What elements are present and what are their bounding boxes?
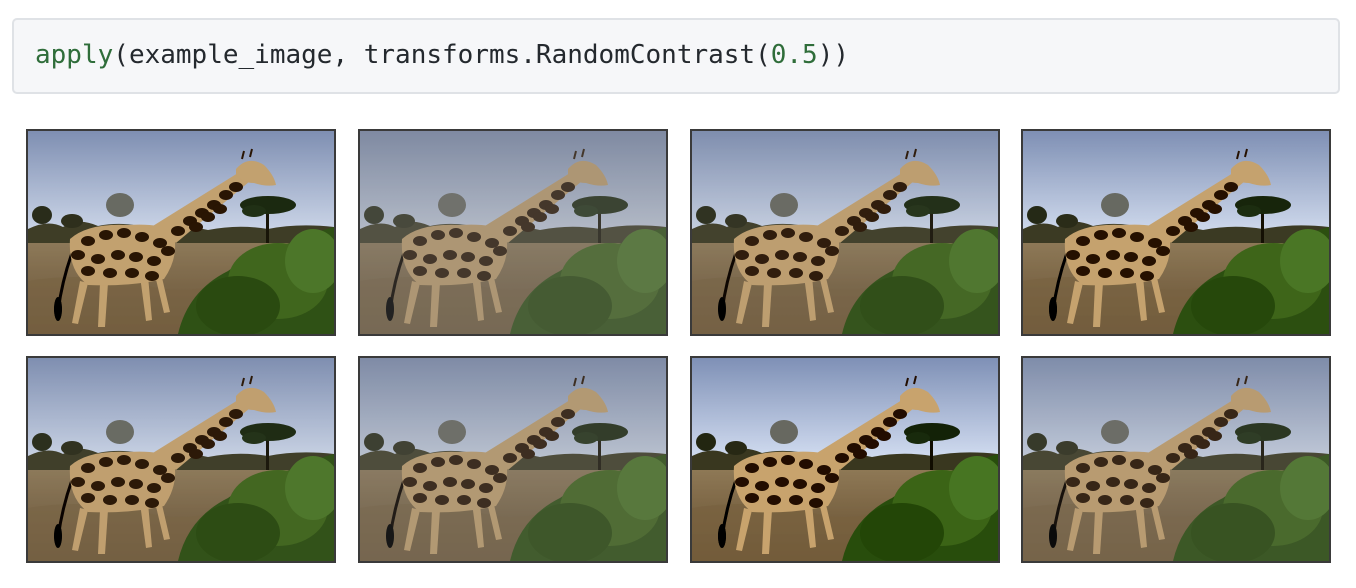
- code-close-parens: )): [817, 40, 850, 70]
- giraffe-photo: [360, 131, 666, 334]
- code-separator: ,: [332, 40, 364, 70]
- output-image-3: [690, 129, 1000, 336]
- code-open-paren: (: [113, 40, 129, 70]
- giraffe-photo: [1023, 358, 1329, 561]
- code-open-paren-2: (: [755, 40, 771, 70]
- giraffe-photo: [692, 358, 998, 561]
- output-image-5: [26, 356, 336, 563]
- code-line: apply(example_image, transforms.RandomCo…: [35, 38, 849, 72]
- giraffe-photo: [28, 131, 334, 334]
- code-number-literal: 0.5: [770, 40, 818, 70]
- output-image-7: [690, 356, 1000, 563]
- code-cell[interactable]: apply(example_image, transforms.RandomCo…: [12, 18, 1340, 94]
- output-image-1: [26, 129, 336, 336]
- giraffe-photo: [1023, 131, 1329, 334]
- output-image-6: [358, 356, 668, 563]
- output-image-8: [1021, 356, 1331, 563]
- giraffe-photo: [360, 358, 666, 561]
- output-image-2: [358, 129, 668, 336]
- code-argument: example_image: [128, 40, 333, 70]
- code-call-path: transforms.RandomContrast: [363, 40, 756, 70]
- giraffe-photo: [28, 358, 334, 561]
- output-image-grid: [26, 129, 1332, 564]
- output-image-4: [1021, 129, 1331, 336]
- giraffe-photo: [692, 131, 998, 334]
- code-function-name: apply: [35, 40, 114, 70]
